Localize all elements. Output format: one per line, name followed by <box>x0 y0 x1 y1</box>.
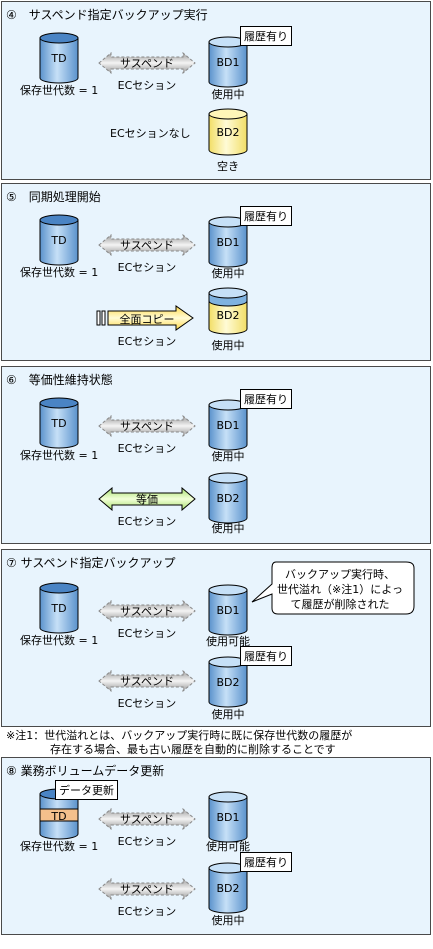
bd2-volume-icon <box>208 472 248 524</box>
panel-title: ⑧ 業務ボリュームデータ更新 <box>6 764 165 778</box>
td-label: TD <box>51 602 67 615</box>
ec-session-label: ECセション <box>117 627 177 640</box>
bd1-status: 使用中 <box>211 450 245 463</box>
td-label: TD <box>51 52 67 65</box>
td-generation-count: 保存世代数 = 1 <box>20 449 99 462</box>
suspend-arrow-icon <box>98 600 196 622</box>
bd2-label: BD2 <box>216 492 240 505</box>
bd2-label: BD2 <box>216 676 240 689</box>
suspend-arrow-icon <box>98 52 196 74</box>
td-generation-count: 保存世代数 = 1 <box>20 266 99 279</box>
bd2-label: BD2 <box>216 126 240 139</box>
step-panel-7: ⑦ サスペンド指定バックアップ TD 保存世代数 = 1 サスペンド ECセショ… <box>1 549 431 727</box>
bd1-volume-icon <box>208 584 248 636</box>
arrow-label: サスペンド <box>119 605 175 618</box>
full-copy-arrow-icon <box>96 305 194 331</box>
no-ec-session-text: ECセションなし <box>110 127 191 140</box>
suspend-arrow-icon <box>98 415 196 437</box>
history-callout: 履歴有り <box>240 852 292 872</box>
td-label: TD <box>51 417 67 430</box>
arrow-label: サスペンド <box>119 420 175 433</box>
bd1-volume-icon <box>208 399 248 451</box>
suspend-arrow-icon <box>98 878 196 900</box>
bd2-status: 使用中 <box>211 914 245 927</box>
data-update-callout: データ更新 <box>55 780 118 800</box>
ec-session-label: ECセション <box>117 515 177 528</box>
panel-title: ⑦ サスペンド指定バックアップ <box>6 556 176 570</box>
td-volume-icon <box>39 214 79 266</box>
speech-bubble-icon <box>251 561 415 615</box>
arrow-label: サスペンド <box>119 675 175 688</box>
bd2-volume-icon <box>208 656 248 708</box>
arrow-label: サスペンド <box>119 883 175 896</box>
bd1-status: 使用可能 <box>206 840 250 853</box>
ec-session-label: ECセション <box>117 79 177 92</box>
bd1-label: BD1 <box>216 604 240 617</box>
td-volume-icon <box>39 397 79 449</box>
panel-title: ④ サスペンド指定バックアップ実行 <box>6 8 208 22</box>
bd2-label: BD2 <box>216 882 240 895</box>
panel-title: ⑥ 等価性維持状態 <box>6 373 113 387</box>
bd2-label: BD2 <box>216 309 240 322</box>
td-volume-icon <box>39 32 79 84</box>
history-callout: 履歴有り <box>240 646 292 666</box>
ec-session-label: ECセション <box>117 442 177 455</box>
history-callout: 履歴有り <box>240 389 292 409</box>
bubble-line-2: 世代溢れ（※注1）によっ <box>277 583 403 596</box>
td-generation-count: 保存世代数 = 1 <box>20 84 99 97</box>
td-generation-count: 保存世代数 = 1 <box>20 840 99 853</box>
arrow-label: 等価 <box>136 493 158 506</box>
step-panel-6: ⑥ 等価性維持状態 TD 保存世代数 = 1 サスペンド ECセション BD1 … <box>1 366 431 544</box>
ec-session-label: ECセション <box>117 905 177 918</box>
bd1-volume-icon <box>208 216 248 268</box>
bd2-volume-icon <box>208 862 248 914</box>
ec-session-label: ECセション <box>117 697 177 710</box>
suspend-arrow-icon <box>98 670 196 692</box>
bd1-volume-icon <box>208 791 248 843</box>
step-panel-4: ④ サスペンド指定バックアップ実行 TD 保存世代数 = 1 サスペンド ECセ… <box>1 1 431 180</box>
suspend-arrow-icon <box>98 234 196 256</box>
bd1-label: BD1 <box>216 236 240 249</box>
step-panel-5: ⑤ 同期処理開始 TD 保存世代数 = 1 サスペンド ECセション BD1 使… <box>1 183 431 361</box>
bd1-status: 使用中 <box>211 267 245 280</box>
bd1-label: BD1 <box>216 811 240 824</box>
bd2-status: 使用中 <box>211 339 245 352</box>
step-panel-8: ⑧ 業務ボリュームデータ更新 TD 保存世代数 = 1 データ更新 サスペンド … <box>1 757 431 935</box>
arrow-label: サスペンド <box>119 57 175 70</box>
bd2-volume-icon <box>208 108 248 156</box>
bd2-status: 空き <box>217 160 239 173</box>
td-volume-icon <box>39 582 79 634</box>
footnote-line-2: 存在する場合、最も古い履歴を自動的に削除することです <box>6 743 336 756</box>
suspend-arrow-icon <box>98 808 196 830</box>
bubble-line-3: て履歴が削除された <box>290 598 390 611</box>
arrow-label: サスペンド <box>119 239 175 252</box>
equivalent-arrow-icon <box>98 487 196 511</box>
history-callout: 履歴有り <box>240 26 292 46</box>
ec-session-label: ECセション <box>117 335 177 348</box>
bd2-volume-icon <box>208 287 248 335</box>
bd2-status: 使用中 <box>211 708 245 721</box>
td-generation-count: 保存世代数 = 1 <box>20 634 99 647</box>
bd1-label: BD1 <box>216 56 240 69</box>
bd1-status: 使用中 <box>211 88 245 101</box>
bd2-status: 使用中 <box>211 522 245 535</box>
panel-title: ⑤ 同期処理開始 <box>6 190 101 204</box>
td-label: TD <box>51 234 67 247</box>
arrow-label: サスペンド <box>119 813 175 826</box>
td-label: TD <box>51 810 67 823</box>
footnote-line-1: ※注1：世代溢れとは、バックアップ実行時に既に保存世代数の履歴が <box>6 729 353 742</box>
arrow-label: 全面コピー <box>119 313 175 326</box>
history-callout: 履歴有り <box>240 206 292 226</box>
bd1-label: BD1 <box>216 419 240 432</box>
bd1-status: 使用可能 <box>206 635 250 648</box>
bubble-line-1: バックアップ実行時、 <box>285 568 395 581</box>
ec-session-label: ECセション <box>117 261 177 274</box>
ec-session-label: ECセション <box>117 835 177 848</box>
